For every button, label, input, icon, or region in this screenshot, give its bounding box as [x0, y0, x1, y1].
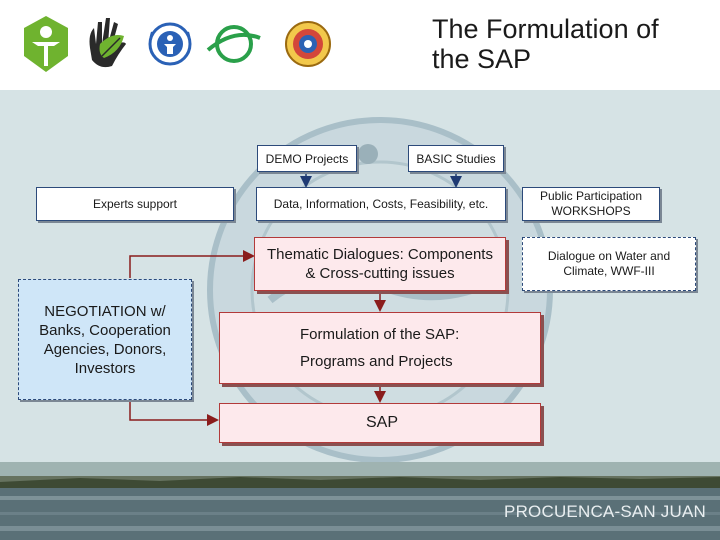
sap-label: SAP [366, 414, 399, 431]
formulation-line2: Programs and Projects [300, 353, 453, 370]
thematic-dialogues-label: Thematic Dialogues: Components & Cross-c… [267, 246, 493, 282]
footer-landscape: PROCUENCA-SAN JUAN [0, 462, 720, 540]
footer-label: PROCUENCA-SAN JUAN [504, 502, 706, 521]
oas-seal-logo [285, 21, 331, 67]
negotiation-label: NEGOTIATION w/ Banks, Cooperation Agenci… [39, 302, 171, 377]
page-title: The Formulation of the SAP [432, 14, 659, 74]
dialogue-water-box: Dialogue on Water and Climate, WWF-III [522, 237, 696, 291]
sap-box: SAP [219, 403, 541, 443]
experts-support-label: Experts support [92, 197, 178, 211]
data-information-label: Data, Information, Costs, Feasibility, e… [273, 197, 489, 211]
header: The Formulation of the SAP [0, 0, 720, 90]
negotiation-box: NEGOTIATION w/ Banks, Cooperation Agenci… [18, 279, 192, 400]
basic-studies-box: BASIC Studies [408, 145, 504, 172]
demo-projects-box: DEMO Projects [257, 145, 357, 172]
thematic-dialogues-box: Thematic Dialogues: Components & Cross-c… [254, 237, 506, 291]
public-participation-label: Public Participation WORKSHOPS [539, 189, 643, 218]
basic-studies-label: BASIC Studies [416, 151, 496, 166]
public-participation-box: Public Participation WORKSHOPS [522, 187, 660, 221]
orbit-globe-logo [206, 25, 261, 63]
formulation-box: Formulation of the SAP: Programs and Pro… [219, 312, 541, 384]
unep-logo [148, 22, 192, 66]
demo-projects-label: DEMO Projects [265, 151, 349, 166]
hand-leaf-logo [89, 18, 126, 68]
landscape-photo [0, 462, 720, 540]
data-information-box: Data, Information, Costs, Feasibility, e… [256, 187, 506, 221]
formulation-line1: Formulation of the SAP: [300, 326, 460, 343]
dialogue-water-label: Dialogue on Water and Climate, WWF-III [547, 249, 671, 278]
leaf-person-logo [24, 16, 68, 72]
experts-support-box: Experts support [36, 187, 234, 221]
